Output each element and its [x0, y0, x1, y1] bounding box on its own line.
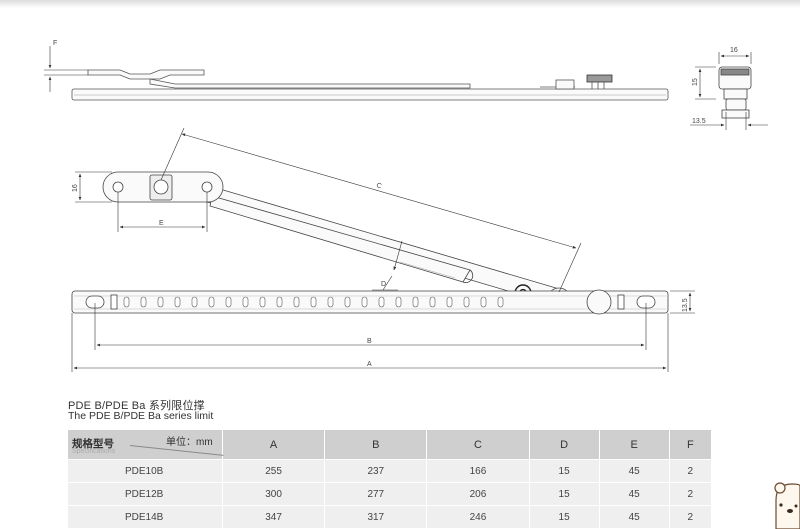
- dim-label-E: E: [159, 220, 164, 227]
- product-title-en: The PDE B/PDE Ba series limit: [68, 410, 214, 422]
- col-header-B: B: [324, 430, 428, 460]
- spec-header-cn: 规格型号: [72, 438, 114, 450]
- track-notch: [361, 296, 368, 308]
- value-cell: 246: [426, 505, 530, 528]
- track-notch: [225, 296, 232, 308]
- track-notch: [123, 296, 130, 308]
- table-row: PDE10B 255 237 166 15 45 2: [68, 459, 711, 483]
- dim-label-16-top: 16: [730, 47, 738, 54]
- col-header-E: E: [599, 430, 670, 460]
- track-notch: [259, 296, 266, 308]
- dim-label-15-side: 15: [692, 78, 699, 86]
- side-view: [71, 69, 669, 101]
- top-shadow-bar: [0, 0, 800, 8]
- arm-hole-right: [201, 181, 213, 193]
- track-notch: [327, 296, 334, 308]
- value-cell: 2: [669, 459, 711, 483]
- base-track: [71, 289, 669, 315]
- value-cell: 206: [426, 482, 530, 506]
- table-row: PDE14B 347 317 246 15 45 2: [68, 505, 711, 528]
- value-cell: 166: [426, 459, 530, 483]
- technical-drawing: F 16 15 13.5: [44, 40, 768, 372]
- track-notch: [446, 296, 453, 308]
- value-cell: 237: [324, 459, 428, 483]
- track-notch: [157, 296, 164, 308]
- col-header-D: D: [529, 430, 600, 460]
- col-header-C: C: [426, 430, 530, 460]
- track-notch: [208, 296, 215, 308]
- track-notch: [480, 296, 487, 308]
- side-view-knob: [586, 74, 613, 83]
- dim-label-F: F: [53, 40, 57, 47]
- spec-table-header-row: 规格型号 Specifications 单位：mm A B C D E F: [68, 430, 711, 460]
- dim-label-13-5-right: 13.5: [682, 298, 689, 312]
- dim-label-D: D: [381, 281, 386, 288]
- table-row: PDE12B 300 277 206 15 45 2: [68, 482, 711, 506]
- track-bar: [71, 290, 669, 314]
- value-cell: 317: [324, 505, 428, 528]
- value-cell: 45: [599, 459, 670, 483]
- value-cell: 2: [669, 505, 711, 528]
- col-header-F: F: [669, 430, 711, 460]
- dim-label-C: C: [375, 182, 382, 190]
- arm-hole-middle: [153, 179, 169, 195]
- model-cell: PDE14B: [68, 505, 223, 528]
- track-notch: [310, 296, 317, 308]
- value-cell: 15: [529, 482, 600, 506]
- track-notch: [242, 296, 249, 308]
- spec-header-en: Specifications: [72, 448, 116, 455]
- value-cell: 45: [599, 505, 670, 528]
- model-cell: PDE10B: [68, 459, 223, 483]
- track-notch: [293, 296, 300, 308]
- value-cell: 2: [669, 482, 711, 506]
- unit-label: 单位：mm: [166, 437, 213, 448]
- dim-label-16-left: 16: [72, 184, 79, 192]
- track-notch: [463, 296, 470, 308]
- dim-label-B: B: [367, 338, 372, 345]
- track-notch: [429, 296, 436, 308]
- track-notch: [497, 296, 504, 308]
- track-notches: [123, 296, 504, 308]
- value-cell: 45: [599, 482, 670, 506]
- value-cell: 300: [222, 482, 326, 506]
- dim-label-13-5-bottom: 13.5: [692, 118, 706, 125]
- value-cell: 255: [222, 459, 326, 483]
- dim-lines: [71, 127, 695, 372]
- track-notch: [395, 296, 402, 308]
- side-view-base-bar: [71, 88, 669, 101]
- value-cell: 15: [529, 505, 600, 528]
- bear-mascot-icon: [774, 482, 800, 529]
- side-view-arm: [87, 69, 205, 80]
- track-notch: [140, 296, 147, 308]
- arm-slot-bar: [209, 195, 471, 283]
- track-notch: [344, 296, 351, 308]
- track-notch: [276, 296, 283, 308]
- product-title-cn: PDE B/PDE Ba 系列限位撑: [68, 400, 205, 412]
- value-cell: 347: [222, 505, 326, 528]
- track-pivot-knob: [586, 289, 612, 315]
- track-notch: [412, 296, 419, 308]
- model-cell: PDE12B: [68, 482, 223, 506]
- end-view: [718, 66, 752, 119]
- spec-header-cell: 规格型号 Specifications 单位：mm: [68, 430, 224, 460]
- track-notch: [174, 296, 181, 308]
- arm-hole-left: [112, 181, 124, 193]
- track-notch: [191, 296, 198, 308]
- value-cell: 277: [324, 482, 428, 506]
- track-notch: [378, 296, 385, 308]
- dim-F: [44, 46, 88, 92]
- dim-label-A: A: [367, 361, 372, 368]
- spec-table: 规格型号 Specifications 单位：mm A B C D E F PD…: [68, 430, 711, 528]
- col-header-A: A: [222, 430, 326, 460]
- value-cell: 15: [529, 459, 600, 483]
